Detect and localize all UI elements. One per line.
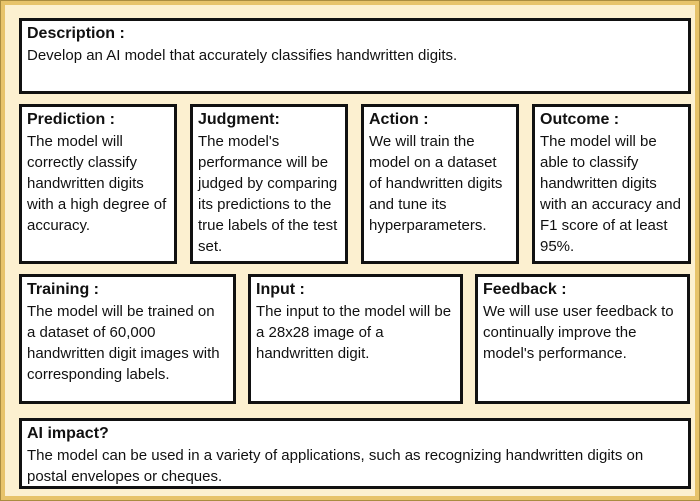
description-body: Develop an AI model that accurately clas…	[27, 47, 458, 64]
feedback-box: Feedback : We will use user feedback to …	[475, 274, 690, 404]
judgment-box: Judgment: The model's performance will b…	[190, 104, 348, 264]
input-title: Input :	[256, 281, 305, 298]
outcome-title: Outcome :	[540, 111, 620, 128]
action-title: Action :	[369, 111, 429, 128]
feedback-title: Feedback :	[483, 281, 567, 298]
outcome-body: The model will be able to classify handw…	[540, 133, 681, 255]
training-box: Training : The model will be trained on …	[19, 274, 236, 404]
ai-impact-box: AI impact? The model can be used in a va…	[19, 418, 691, 489]
feedback-body: We will use user feedback to continually…	[483, 303, 674, 362]
action-body: We will train the model on a dataset of …	[369, 133, 503, 234]
judgment-title: Judgment:	[198, 111, 280, 128]
prediction-body: The model will correctly classify handwr…	[27, 133, 167, 234]
input-box: Input : The input to the model will be a…	[248, 274, 463, 404]
training-body: The model will be trained on a dataset o…	[27, 303, 220, 383]
input-body: The input to the model will be a 28x28 i…	[256, 303, 452, 362]
description-title: Description :	[27, 25, 125, 42]
action-box: Action : We will train the model on a da…	[361, 104, 519, 264]
ai-impact-body: The model can be used in a variety of ap…	[27, 447, 644, 485]
judgment-body: The model's performance will be judged b…	[198, 133, 338, 255]
outcome-box: Outcome : The model will be able to clas…	[532, 104, 691, 264]
prediction-title: Prediction :	[27, 111, 116, 128]
training-title: Training :	[27, 281, 99, 298]
ai-impact-title: AI impact?	[27, 425, 109, 442]
description-box: Description : Develop an AI model that a…	[19, 18, 691, 94]
prediction-box: Prediction : The model will correctly cl…	[19, 104, 177, 264]
